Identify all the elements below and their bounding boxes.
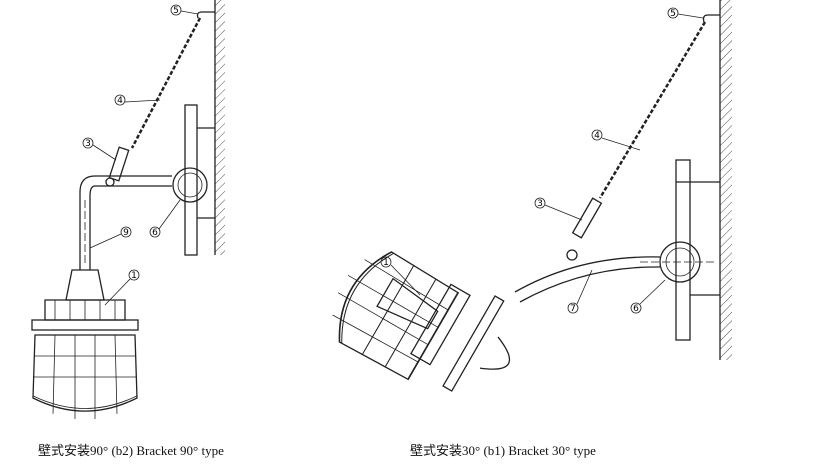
svg-text:7: 7 — [570, 304, 576, 314]
svg-text:1: 1 — [383, 258, 389, 268]
svg-text:5: 5 — [670, 9, 676, 19]
turnbuckle — [571, 197, 603, 239]
svg-text:1: 1 — [131, 271, 137, 281]
junction-box — [172, 167, 208, 203]
bracket-90-figure: 5 4 3 6 9 1 — [31, 0, 225, 420]
bracket-30-figure: 5 4 3 1 7 6 — [316, 0, 732, 392]
pipe — [514, 256, 661, 303]
conduit — [675, 159, 691, 341]
svg-text:3: 3 — [85, 139, 91, 149]
turnbuckle — [108, 146, 130, 182]
pipe — [79, 175, 96, 270]
svg-text:6: 6 — [633, 304, 639, 314]
chain — [598, 21, 707, 199]
caption-bracket-30: 壁式安装30° (b1) Bracket 30° type — [410, 443, 596, 458]
svg-text:9: 9 — [123, 228, 129, 238]
svg-text:4: 4 — [117, 96, 123, 106]
hook — [196, 11, 215, 19]
caption-bracket-90: 壁式安装90° (b2) Bracket 90° type — [38, 443, 224, 458]
hook — [702, 14, 720, 23]
svg-text:4: 4 — [594, 131, 600, 141]
chain — [130, 17, 202, 149]
svg-text:3: 3 — [537, 199, 543, 209]
svg-text:5: 5 — [173, 6, 179, 16]
svg-text:6: 6 — [152, 228, 158, 238]
conduit — [184, 104, 198, 256]
